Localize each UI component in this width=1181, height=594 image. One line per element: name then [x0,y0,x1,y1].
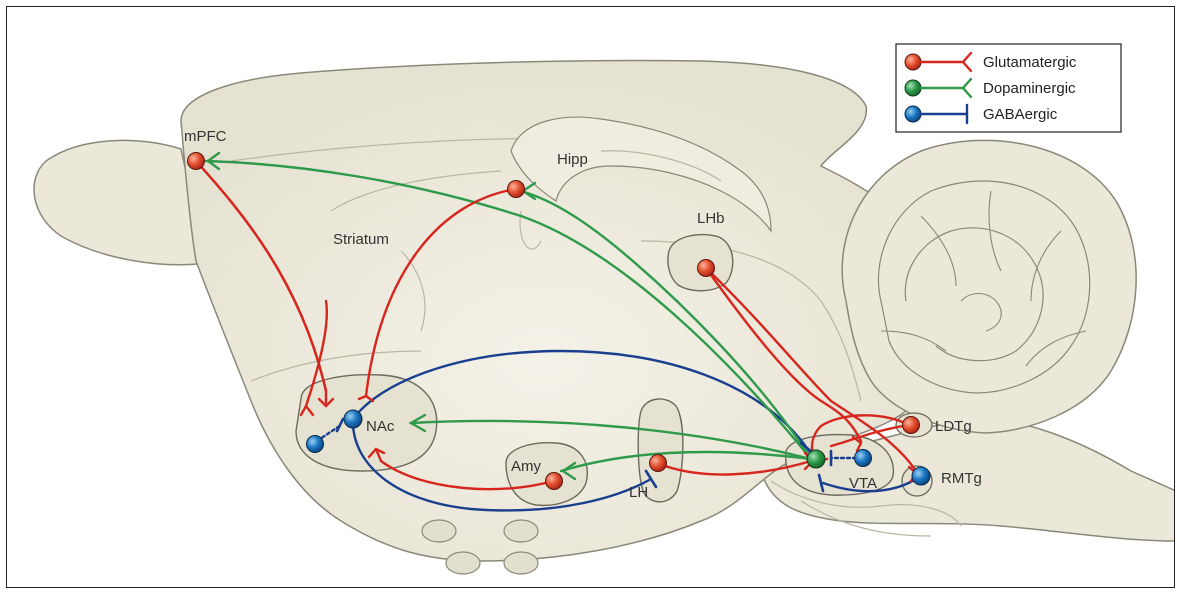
neuron-ldtg [903,417,920,434]
legend-label-dopaminergic: Dopaminergic [983,80,1076,97]
brain-circuit-diagram: mPFC Hipp Striatum LHb NAc Amy LH VTA LD… [7,7,1175,588]
neuron-amy [546,473,563,490]
neuron-vta-da [807,450,825,468]
label-hipp: Hipp [557,151,588,168]
label-lhb: LHb [697,210,725,227]
neuron-vta-gaba [855,450,872,467]
label-vta: VTA [849,475,877,492]
neuron-lhb [698,260,715,277]
legend-label-glutamatergic: Glutamatergic [983,54,1077,71]
cerebellum [842,140,1136,433]
label-amy: Amy [511,458,542,475]
neuron-rmtg [912,467,930,485]
neuron-nac-1 [344,410,362,428]
olfactory-bulb [34,140,206,264]
legend-label-gabaergic: GABAergic [983,106,1058,123]
neuron-lh [650,455,667,472]
neuron-mpfc [188,153,205,170]
label-mpfc: mPFC [184,128,227,145]
gabaergic-neuron-icon [905,106,921,122]
label-ldtg: LDTg [935,418,972,435]
neuron-hipp [508,181,525,198]
neuron-nac-2 [307,436,324,453]
label-striatum: Striatum [333,231,389,248]
dopaminergic-neuron-icon [905,80,921,96]
diagram-frame: mPFC Hipp Striatum LHb NAc Amy LH VTA LD… [6,6,1175,588]
label-lh: LH [629,484,648,501]
label-nac: NAc [366,418,395,435]
legend: Glutamatergic Dopaminergic GABAergic [896,44,1121,132]
label-rmtg: RMTg [941,470,982,487]
glutamatergic-neuron-icon [905,54,921,70]
